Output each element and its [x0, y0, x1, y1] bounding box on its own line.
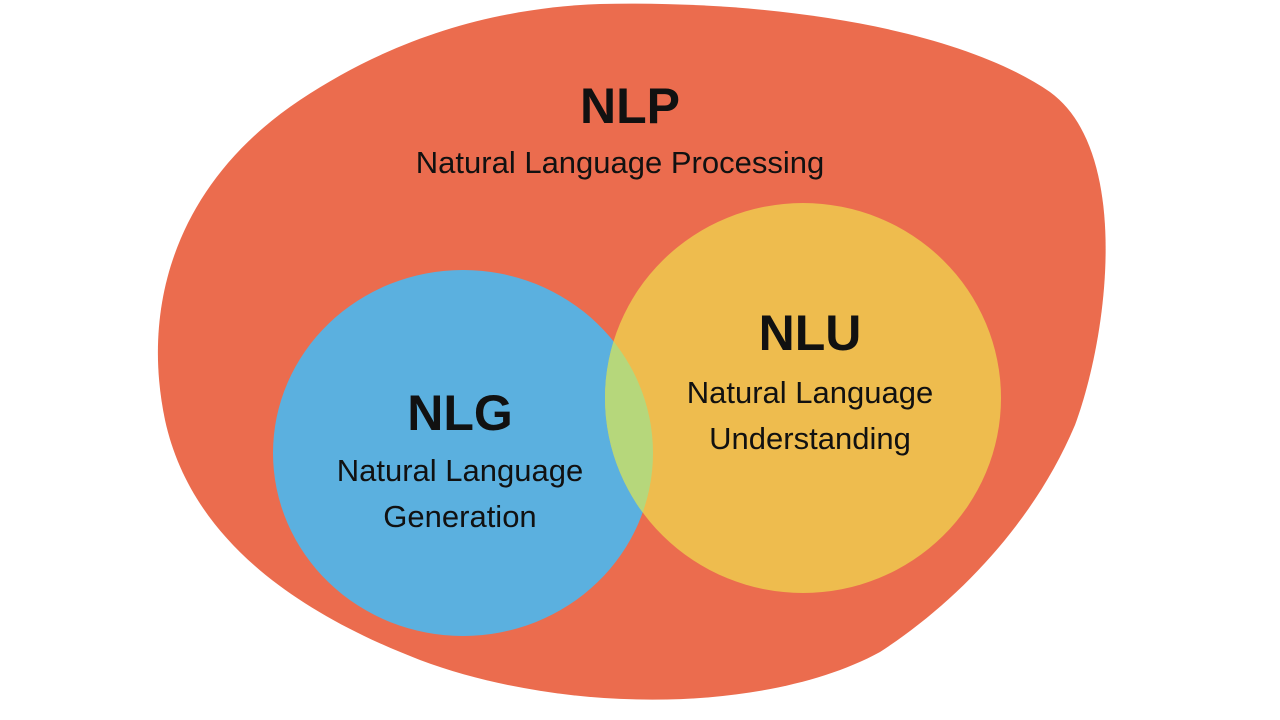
nlg-subtitle-line1: Natural Language	[336, 453, 584, 488]
nlg-subtitle-line2: Generation	[383, 499, 537, 534]
nlp-title: NLP	[580, 78, 680, 134]
nlu-subtitle-line2: Understanding	[709, 421, 911, 456]
nlg-region	[273, 270, 653, 636]
nlu-region	[605, 203, 1001, 593]
nlu-subtitle: Natural Language Understanding	[620, 370, 1000, 462]
nlp-subtitle: Natural Language Processing	[415, 145, 825, 180]
nlg-subtitle: Natural Language Generation	[270, 448, 650, 540]
nlu-title: NLU	[758, 305, 862, 361]
nlg-title: NLG	[407, 385, 513, 441]
nlu-subtitle-line1: Natural Language	[686, 375, 934, 410]
